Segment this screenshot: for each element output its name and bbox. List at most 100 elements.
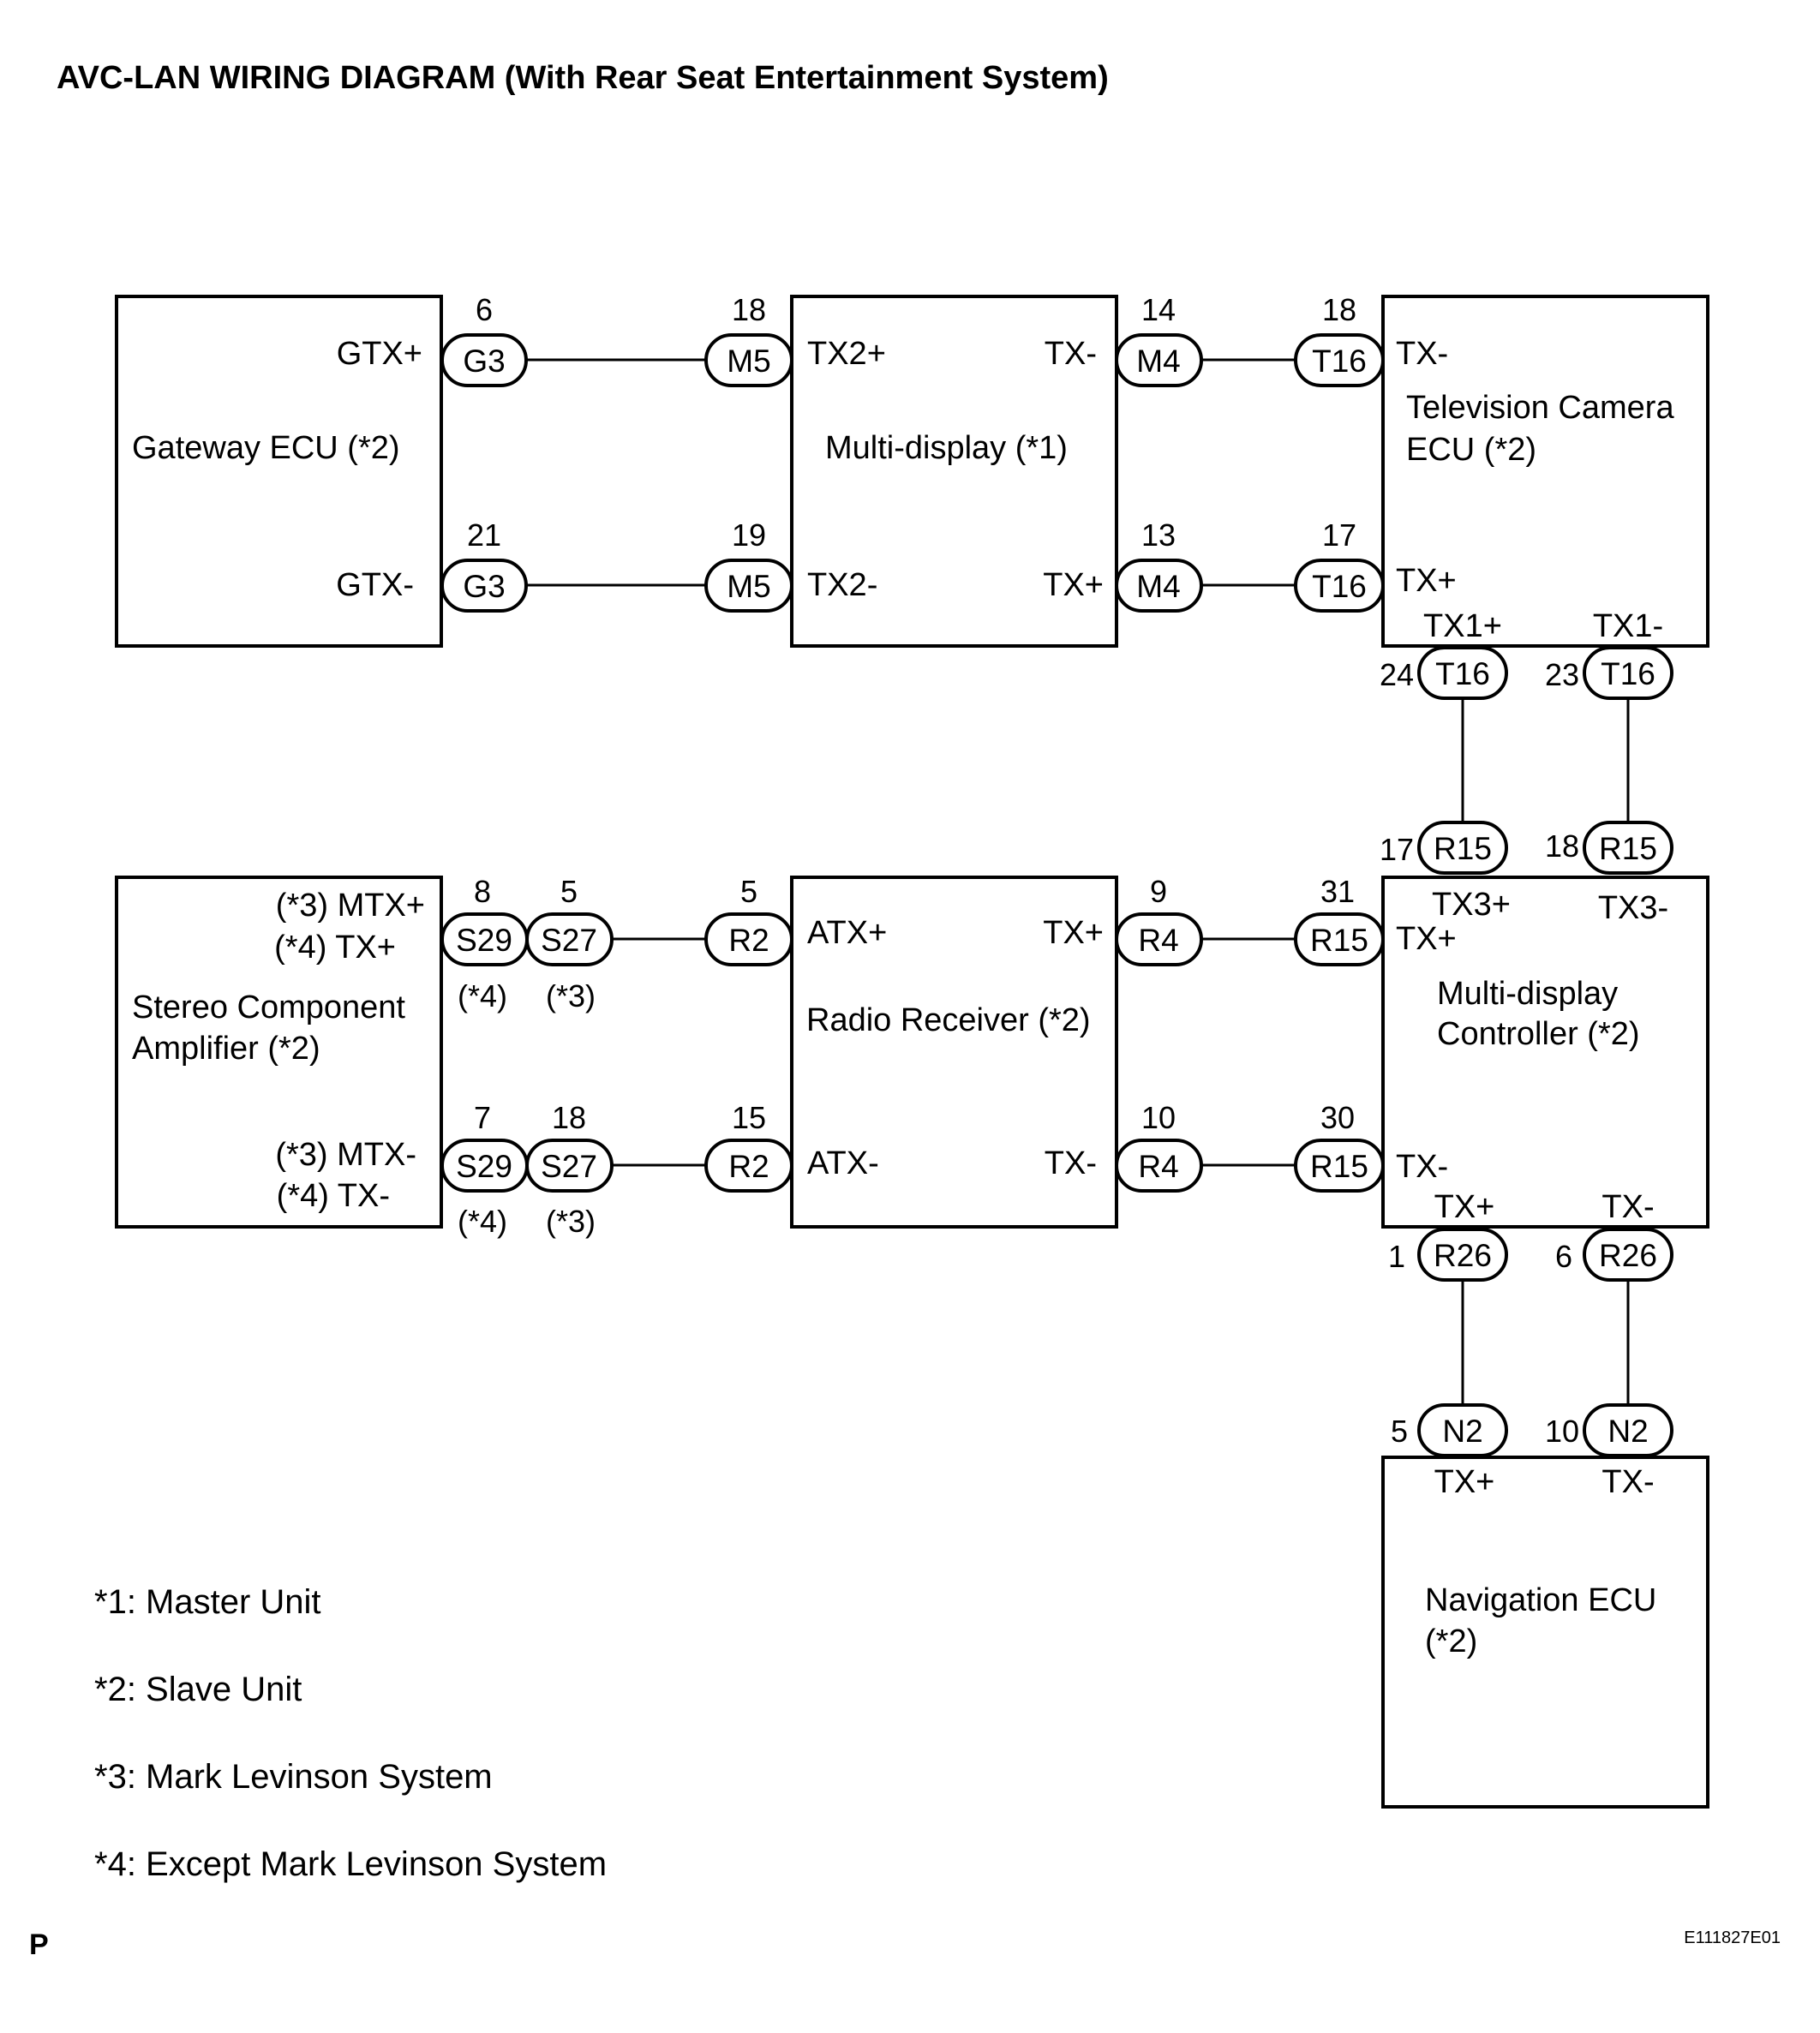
wires [526, 358, 1630, 1405]
pin-number: 7 [474, 1100, 491, 1135]
connector-label: T16 [1435, 656, 1490, 691]
pin-number: 17 [1380, 832, 1414, 867]
connector-label: M5 [727, 344, 770, 379]
tv-camera-name-line2: ECU (*2) [1406, 432, 1536, 468]
connector-r15-bottom: R15 [1294, 1139, 1385, 1193]
connector-label: R2 [728, 923, 769, 958]
pin-number: 6 [1555, 1239, 1572, 1274]
connector-label: R15 [1434, 831, 1492, 866]
pin-number: 30 [1320, 1100, 1355, 1135]
md-controller-pin-tx3-minus: TX3- [1598, 890, 1668, 926]
multi-display-pin-tx-minus: TX- [1045, 336, 1097, 372]
variant-note: (*4) [458, 978, 507, 1014]
pin-number: 24 [1380, 657, 1414, 692]
gateway-ecu-name: Gateway ECU (*2) [132, 430, 400, 466]
connector-t16-top: T16 [1294, 333, 1385, 387]
connector-m5-top: M5 [704, 333, 793, 387]
tv-camera-pin-tx1-minus: TX1- [1593, 608, 1663, 644]
pin-number: 5 [1391, 1414, 1408, 1449]
pin-number: 18 [1322, 292, 1356, 327]
connector-label: T16 [1312, 569, 1367, 604]
connector-label: R2 [728, 1149, 769, 1184]
connector-r2-bottom: R2 [704, 1139, 793, 1193]
stereo-pin-mtx-plus: (*3) MTX+ [276, 888, 425, 924]
nav-ecu-name-line2: (*2) [1425, 1623, 1477, 1659]
radio-pin-tx-minus: TX- [1045, 1145, 1097, 1181]
diagram-title: AVC-LAN WIRING DIAGRAM (With Rear Seat E… [57, 60, 1109, 96]
pin-number: 8 [474, 874, 491, 909]
pin-number: 1 [1388, 1239, 1405, 1274]
connector-g3-bottom: G3 [440, 559, 528, 613]
connector-r26-tx-minus: R26 [1583, 1228, 1673, 1282]
footnote: *2: Slave Unit [94, 1671, 302, 1708]
connector-label: S27 [541, 1149, 597, 1184]
pin-number: 31 [1320, 874, 1355, 909]
stereo-pin-mtx-minus: (*3) MTX- [275, 1137, 416, 1173]
connector-m5-bottom: M5 [704, 559, 793, 613]
connector-label: R26 [1434, 1238, 1492, 1273]
connector-r26-tx-plus: R26 [1417, 1228, 1508, 1282]
multi-display-box [790, 295, 1118, 648]
connector-label: S29 [456, 923, 512, 958]
gateway-pin-gtx-minus: GTX- [336, 567, 414, 603]
connector-n2-tx-plus: N2 [1417, 1403, 1508, 1457]
connector-r15-top: R15 [1294, 912, 1385, 966]
variant-note: (*3) [546, 978, 596, 1014]
md-controller-pin-tx-plus: TX+ [1396, 921, 1457, 957]
stereo-component-amplifier-box [115, 876, 443, 1229]
connector-t16-bottom: T16 [1294, 559, 1385, 613]
footnote: *4: Except Mark Levinson System [94, 1845, 607, 1883]
footnote: *3: Mark Levinson System [94, 1758, 493, 1796]
connector-label: R4 [1138, 1149, 1178, 1184]
navigation-ecu-box [1381, 1456, 1709, 1809]
connector-n2-tx-minus: N2 [1583, 1403, 1673, 1457]
connector-r15-tx3-plus: R15 [1417, 821, 1508, 875]
connector-s29-top: S29 [440, 912, 529, 966]
radio-receiver-name: Radio Receiver (*2) [806, 1002, 1091, 1038]
md-controller-pin-tx3-plus: TX3+ [1432, 887, 1511, 923]
connector-t16-tx1-plus: T16 [1417, 646, 1508, 700]
connector-r2-top: R2 [704, 912, 793, 966]
pin-number: 18 [1545, 828, 1579, 864]
connector-label: M5 [727, 569, 770, 604]
connector-label: T16 [1312, 344, 1367, 379]
connector-r15-tx3-minus: R15 [1583, 821, 1673, 875]
connector-label: M4 [1136, 344, 1180, 379]
connector-label: R15 [1599, 831, 1657, 866]
figure-code: E111827E01 [1684, 1928, 1781, 1947]
pin-number: 18 [732, 292, 766, 327]
pin-number: 18 [552, 1100, 586, 1135]
md-controller-name-line1: Multi-display [1437, 976, 1618, 1012]
stereo-pin-tx-plus: (*4) TX+ [274, 930, 396, 966]
corner-letter: P [29, 1928, 49, 1961]
nav-pin-tx-plus: TX+ [1434, 1464, 1495, 1500]
pin-number: 10 [1545, 1414, 1579, 1449]
pin-number: 5 [740, 874, 757, 909]
multi-display-controller-box [1381, 876, 1709, 1229]
stereo-name-line2: Amplifier (*2) [132, 1031, 320, 1067]
multi-display-pin-tx-plus: TX+ [1043, 567, 1104, 603]
pin-number: 23 [1545, 657, 1579, 692]
md-controller-pin-tx-minus-bottom: TX- [1601, 1189, 1654, 1225]
variant-note: (*4) [458, 1204, 507, 1239]
tv-camera-pin-tx-plus: TX+ [1396, 563, 1457, 599]
connector-label: M4 [1136, 569, 1180, 604]
pin-number: 14 [1141, 292, 1176, 327]
connector-m4-top: M4 [1115, 333, 1203, 387]
radio-pin-tx-plus: TX+ [1043, 915, 1104, 951]
tv-camera-pin-tx1-plus: TX1+ [1423, 608, 1502, 644]
connector-s29-bottom: S29 [440, 1139, 529, 1193]
connector-s27-bottom: S27 [525, 1139, 614, 1193]
multi-display-pin-tx2-plus: TX2+ [807, 336, 886, 372]
connector-g3-top: G3 [440, 333, 528, 387]
pin-number: 5 [560, 874, 578, 909]
nav-pin-tx-minus: TX- [1601, 1464, 1654, 1500]
pin-number: 9 [1150, 874, 1167, 909]
gateway-ecu-box [115, 295, 443, 648]
connector-label: N2 [1442, 1414, 1482, 1449]
pin-number: 15 [732, 1100, 766, 1135]
television-camera-ecu-box [1381, 295, 1709, 648]
connector-t16-tx1-minus: T16 [1583, 646, 1673, 700]
connector-label: R4 [1138, 923, 1178, 958]
